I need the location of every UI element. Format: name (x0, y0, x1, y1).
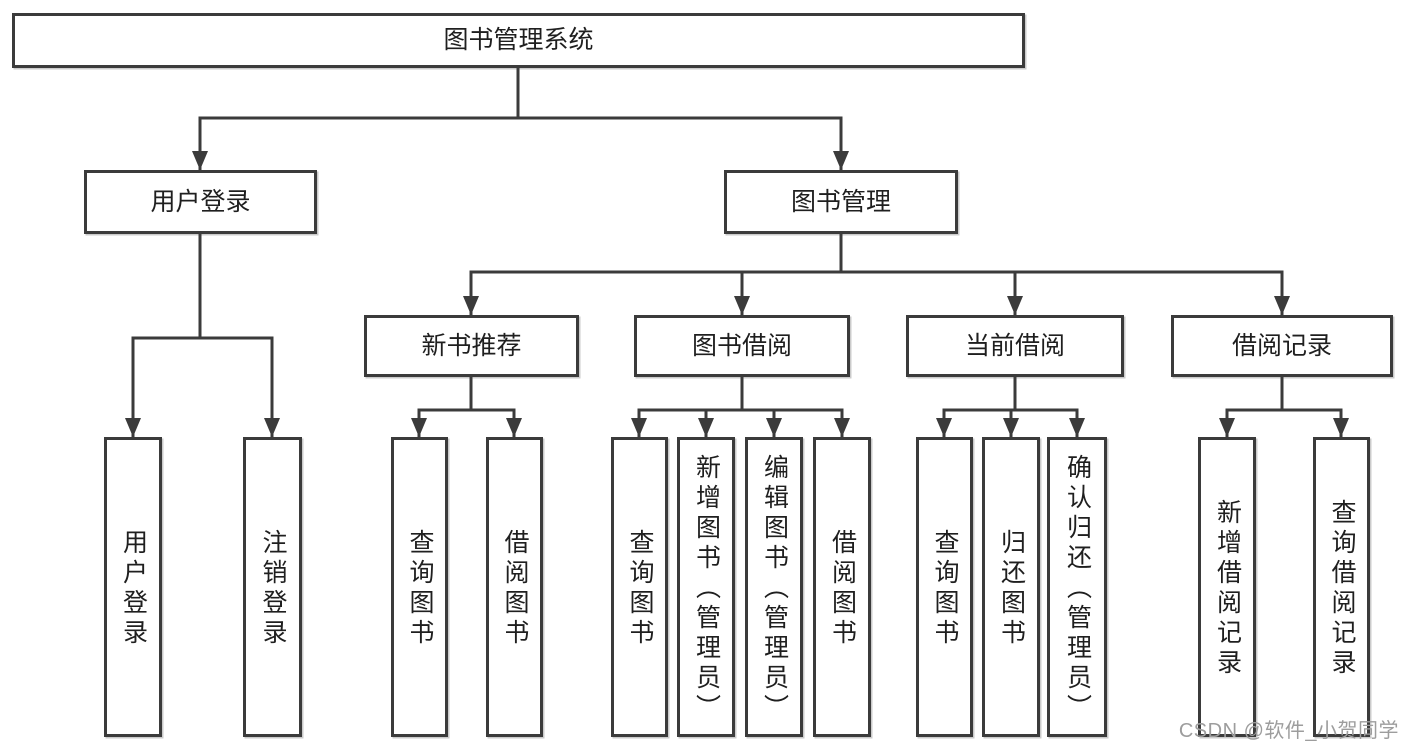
node-leaf-add-record: 新增借阅记录 (1198, 437, 1256, 737)
node-root-system: 图书管理系统 (12, 13, 1025, 68)
node-user-login: 用户登录 (84, 170, 317, 234)
node-leaf-query-books-1: 查询图书 (391, 437, 448, 737)
node-leaf-add-books: 新增图书（管理员） (677, 437, 735, 737)
node-leaf-query-books-2: 查询图书 (611, 437, 668, 737)
node-current-borrow: 当前借阅 (906, 315, 1124, 377)
node-leaf-query-record: 查询借阅记录 (1313, 437, 1370, 737)
node-leaf-edit-books: 编辑图书（管理员） (745, 437, 803, 737)
csdn-watermark: CSDN @软件_小贺同学 (1178, 720, 1399, 742)
node-leaf-confirm-return: 确认归还（管理员） (1047, 437, 1107, 737)
node-leaf-query-books-3: 查询图书 (916, 437, 973, 737)
node-leaf-borrow-books-1: 借阅图书 (486, 437, 543, 737)
node-book-mgmt: 图书管理 (724, 170, 958, 234)
node-book-borrow: 图书借阅 (634, 315, 850, 377)
node-leaf-return-books: 归还图书 (982, 437, 1040, 737)
node-borrow-records: 借阅记录 (1171, 315, 1393, 377)
node-leaf-borrow-books-2: 借阅图书 (813, 437, 871, 737)
node-leaf-logout: 注销登录 (243, 437, 302, 737)
node-leaf-user-login: 用户登录 (104, 437, 162, 737)
node-new-books: 新书推荐 (364, 315, 579, 377)
